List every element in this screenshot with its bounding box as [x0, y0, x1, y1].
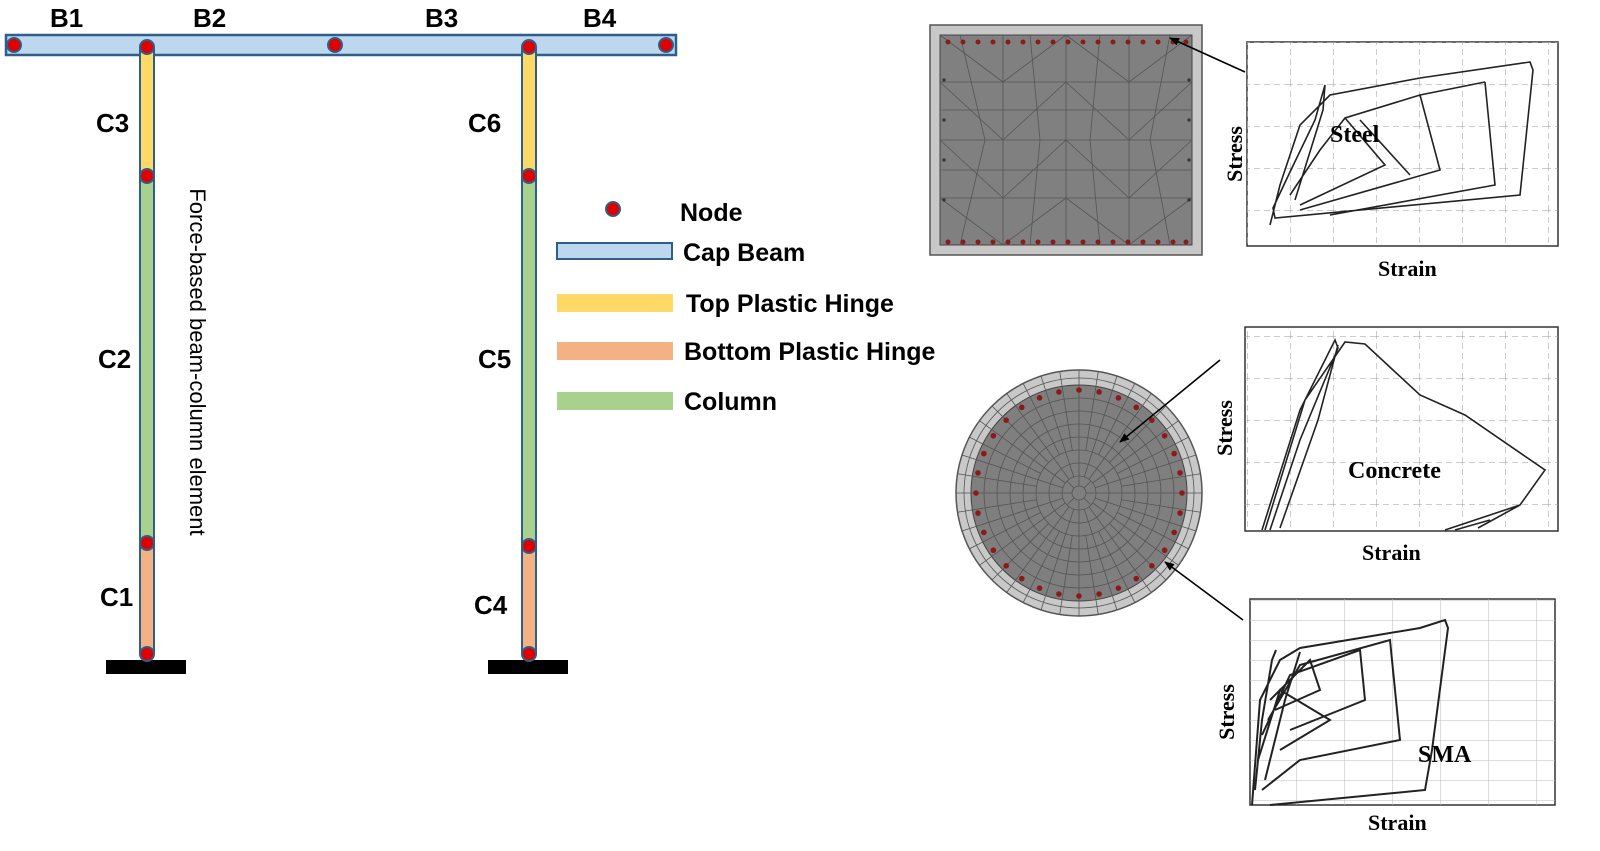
- legend-node-label: Node: [680, 199, 743, 227]
- rebar-fiber: [973, 490, 979, 496]
- leader-arrows: [1119, 37, 1246, 621]
- rebar-fiber: [1003, 563, 1009, 569]
- circular-fiber-section: [955, 369, 1203, 617]
- node: [6, 37, 22, 53]
- column2-bottom-hinge: [521, 545, 537, 655]
- force-based-element-note: Force-based beam-column element: [185, 188, 210, 535]
- rebar-fiber: [1096, 389, 1102, 395]
- legend-top-hinge-swatch: [557, 294, 673, 312]
- steel-material-label: Steel: [1330, 122, 1380, 148]
- beam-label-b2: B2: [193, 3, 226, 33]
- rebar-fiber: [1149, 563, 1155, 569]
- rebar-fiber: [1161, 432, 1168, 439]
- rebar-fiber: [1076, 387, 1082, 393]
- column-label-c4: C4: [474, 590, 508, 620]
- steel-hysteresis-curve: [1269, 61, 1534, 226]
- column1-body: [139, 175, 155, 545]
- column-label-c3: C3: [96, 108, 129, 138]
- node: [521, 39, 537, 55]
- sma-material-label: SMA: [1418, 742, 1472, 768]
- arrow-to-concrete-fiber: [1119, 359, 1221, 443]
- rebar-fiber: [1096, 591, 1102, 597]
- arrow-to-steel-fiber: [1169, 37, 1246, 73]
- rebar-fiber: [1179, 490, 1185, 496]
- concrete-material-label: Concrete: [1348, 458, 1441, 484]
- column2-body: [521, 175, 537, 547]
- rebar-fiber: [990, 547, 997, 554]
- beam-label-b4: B4: [583, 3, 617, 33]
- legend-top-hinge-label: Top Plastic Hinge: [686, 290, 894, 318]
- rebar-fiber: [975, 470, 981, 476]
- legend-column-label: Column: [684, 388, 777, 416]
- column1-support: [106, 660, 186, 674]
- rebar-fiber: [1003, 417, 1009, 423]
- rebar-fiber: [1133, 575, 1140, 582]
- rebar-fiber: [981, 529, 987, 536]
- node: [521, 646, 537, 662]
- column2-support: [488, 660, 568, 674]
- rebar-fiber: [1018, 404, 1025, 411]
- column1-top-hinge: [139, 47, 155, 177]
- sma-hysteresis-curve: [1251, 618, 1450, 806]
- node: [139, 168, 155, 184]
- column-label-c6: C6: [468, 108, 501, 138]
- node: [521, 168, 537, 184]
- rebar-fiber: [1036, 395, 1043, 401]
- rebar-fiber: [1115, 395, 1122, 401]
- rectangular-fiber-section: [929, 24, 1203, 256]
- rebar-fiber: [990, 432, 997, 439]
- rebar-fiber: [1149, 417, 1155, 423]
- rebar-fiber: [1171, 529, 1177, 536]
- rebar-fiber: [975, 510, 981, 516]
- sma-y-label: Stress: [1214, 684, 1239, 740]
- node: [658, 37, 674, 53]
- rebar-fiber: [1018, 575, 1025, 582]
- frame-nodes: [6, 37, 674, 662]
- column2-top-hinge: [521, 47, 537, 177]
- node: [139, 39, 155, 55]
- sma-x-label: Strain: [1368, 810, 1427, 835]
- concrete-hysteresis-curve: [1261, 338, 1547, 531]
- legend-bottom-hinge-swatch: [557, 342, 673, 360]
- legend-cap-beam-swatch: [556, 242, 673, 260]
- node: [327, 37, 343, 53]
- node: [521, 538, 537, 554]
- arrow-to-sma-fiber: [1164, 561, 1244, 621]
- node: [139, 646, 155, 662]
- legend-cap-beam-label: Cap Beam: [683, 239, 805, 267]
- rebar-fiber: [1076, 593, 1082, 599]
- steel-stress-strain-plot: Steel Strain Stress: [1222, 41, 1559, 281]
- legend-bottom-hinge-label: Bottom Plastic Hinge: [684, 338, 936, 366]
- node: [139, 535, 155, 551]
- column-label-c5: C5: [478, 344, 511, 374]
- legend-node-icon: [605, 201, 621, 217]
- sma-stress-strain-plot: SMA Strain Stress: [1214, 598, 1556, 835]
- rebar-fiber: [1177, 510, 1183, 516]
- steel-y-label: Stress: [1222, 126, 1247, 182]
- concrete-x-label: Strain: [1362, 540, 1421, 565]
- column-label-c1: C1: [100, 582, 133, 612]
- concrete-stress-strain-plot: Concrete Strain Stress: [1212, 326, 1559, 565]
- rebar-fiber: [981, 450, 987, 457]
- column-label-c2: C2: [98, 344, 131, 374]
- rebar-fiber: [1177, 470, 1183, 476]
- concrete-y-label: Stress: [1212, 400, 1237, 456]
- legend-column-swatch: [557, 392, 673, 410]
- rebar-fiber: [1115, 585, 1122, 591]
- rebar-fiber: [1161, 547, 1168, 554]
- column1-bottom-hinge: [139, 543, 155, 655]
- rebar-fiber: [1036, 585, 1043, 591]
- beam-label-b3: B3: [425, 3, 458, 33]
- beam-label-b1: B1: [50, 3, 83, 33]
- steel-x-label: Strain: [1378, 256, 1437, 281]
- rebar-fiber: [1171, 450, 1177, 457]
- rebar-fiber: [1056, 591, 1062, 597]
- rebar-fiber: [1133, 404, 1140, 411]
- rebar-fiber: [1056, 389, 1062, 395]
